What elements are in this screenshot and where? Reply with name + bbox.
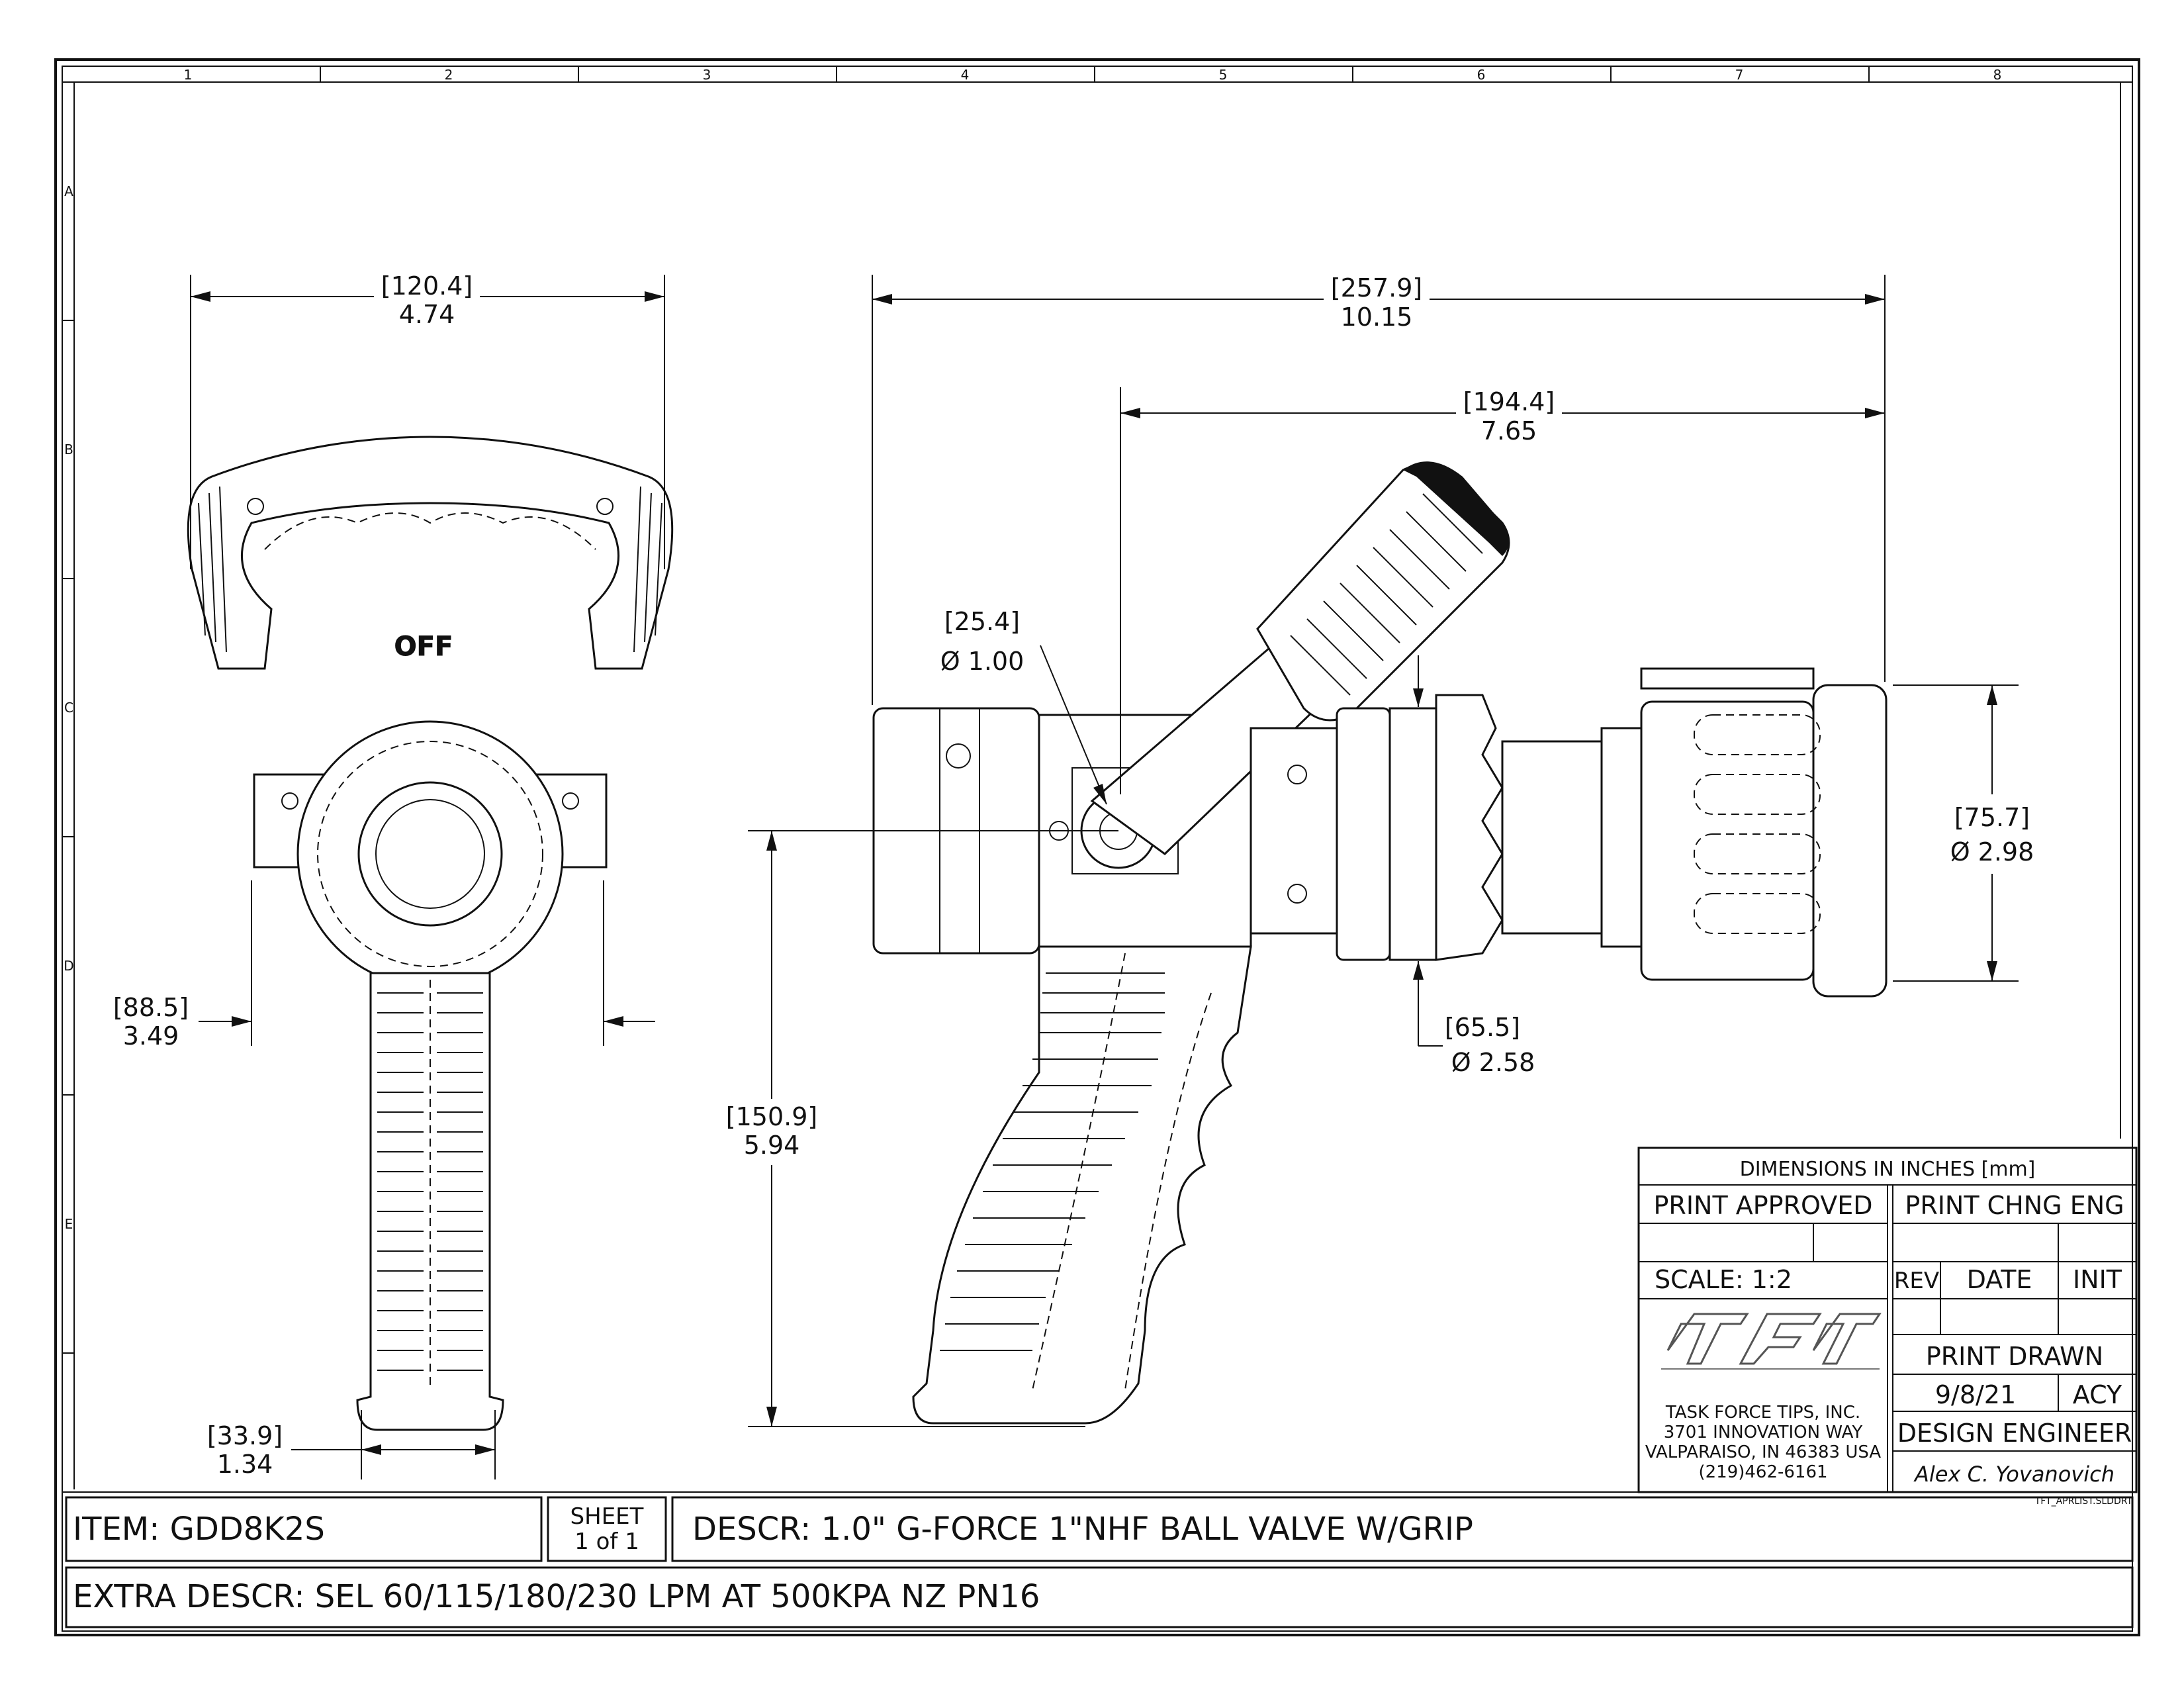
side-handle-knob-ribs xyxy=(1290,493,1483,696)
front-grip-ribs xyxy=(377,992,483,1371)
side-coupling-end xyxy=(1812,684,1888,998)
side-grip-ribs xyxy=(940,972,1165,1351)
front-handle-hidden xyxy=(264,512,596,550)
dim-handle-length-mm: [194.4] xyxy=(1463,387,1555,416)
dim-front-body-in: 3.49 xyxy=(123,1021,179,1051)
dim-front-width-in: 4.74 xyxy=(399,300,455,329)
off-label: OFF xyxy=(394,632,453,662)
tb-engineer-signature: Alex C. Yovanovich xyxy=(1913,1462,2115,1487)
dim-grip-height-mm: [150.9] xyxy=(726,1102,817,1131)
tb-units: DIMENSIONS IN INCHES [mm] xyxy=(1740,1158,2036,1181)
side-coupling-slot-2 xyxy=(1694,774,1821,815)
tb-print-drawn: PRINT DRAWN xyxy=(1926,1342,2103,1371)
side-dimensions: [257.9] 10.15 [194.4] 7.65 [25.4] Ø 1.00… xyxy=(726,273,2034,1427)
dim-front-body-mm: [88.5] xyxy=(113,993,189,1022)
dim-overall-length-mm: [257.9] xyxy=(1331,273,1422,303)
front-view: OFF xyxy=(187,436,674,1431)
side-coupling-body xyxy=(1640,700,1815,981)
tb-date: DATE xyxy=(1967,1265,2032,1294)
side-grip xyxy=(912,945,1252,1425)
zone-column-markers: 1 2 3 4 5 6 7 8 xyxy=(184,66,2002,83)
front-bore-outer xyxy=(357,781,503,927)
side-neck-ring xyxy=(1600,727,1643,948)
side-thread-ring xyxy=(1336,707,1391,961)
front-handle-ribs xyxy=(198,486,662,653)
front-handle-screw-right xyxy=(596,498,614,515)
tb-phone: (219)462-6161 xyxy=(1698,1462,1827,1482)
zone-row-a: A xyxy=(64,183,73,199)
dim-coupling-in: Ø 2.98 xyxy=(1950,837,2034,867)
side-grip-hidden xyxy=(1032,953,1212,1391)
zone-row-c: C xyxy=(64,700,73,716)
tb-drawn-date: 9/8/21 xyxy=(1935,1380,2016,1409)
zone-row-markers: A B C D E xyxy=(62,183,74,1354)
dim-thread-in: Ø 2.58 xyxy=(1451,1048,1535,1077)
dim-pivot-in: Ø 1.00 xyxy=(940,647,1024,676)
tb-file-name: TFT_APRLIST.SLDDRT xyxy=(2034,1496,2133,1507)
zone-col-4: 4 xyxy=(961,67,970,83)
description: DESCR: 1.0" G-FORCE 1"NHF BALL VALVE W/G… xyxy=(692,1511,1473,1548)
dim-coupling-mm: [75.7] xyxy=(1954,803,2030,832)
tb-init: INIT xyxy=(2073,1265,2122,1294)
tb-drawn-init: ACY xyxy=(2073,1380,2122,1409)
tb-rev: REV xyxy=(1894,1268,1939,1294)
item-number: ITEM: GDD8K2S xyxy=(73,1511,325,1548)
front-handle-bail xyxy=(187,436,674,670)
inner-border xyxy=(62,66,2133,1632)
side-coupling-slot-1 xyxy=(1694,714,1821,755)
side-neck xyxy=(1501,740,1610,935)
zone-row-e: E xyxy=(65,1216,73,1232)
tb-address2: VALPARAISO, IN 46383 USA xyxy=(1645,1442,1882,1462)
front-pin-left xyxy=(281,792,298,810)
zone-col-8: 8 xyxy=(1993,67,2002,83)
bottom-rows: ITEM: GDD8K2S SHEET 1 of 1 DESCR: 1.0" G… xyxy=(62,1491,2134,1628)
sheet-label: SHEET xyxy=(570,1503,644,1530)
tb-company: TASK FORCE TIPS, INC. xyxy=(1665,1403,1860,1423)
dim-thread-mm: [65.5] xyxy=(1445,1013,1520,1042)
front-pin-right xyxy=(562,792,579,810)
dim-handle-length-in: 7.65 xyxy=(1481,416,1537,445)
outer-border xyxy=(54,58,2140,1636)
side-inlet-hole xyxy=(946,743,971,769)
side-coupling-slot-4 xyxy=(1694,893,1821,934)
zone-col-6: 6 xyxy=(1477,67,1486,83)
zone-row-d: D xyxy=(64,958,73,974)
tft-logo xyxy=(1661,1313,1882,1370)
side-coupling-latch xyxy=(1640,667,1815,690)
front-handle-screw-left xyxy=(247,498,264,515)
zone-col-3: 3 xyxy=(703,67,711,83)
tb-print-chng-eng: PRINT CHNG ENG xyxy=(1905,1191,2124,1220)
dim-front-width-mm: [120.4] xyxy=(381,271,473,301)
dim-overall-length-in: 10.15 xyxy=(1341,303,1413,332)
sheet-value: 1 of 1 xyxy=(574,1528,639,1555)
side-thread-collar xyxy=(1388,707,1437,961)
dim-front-grip-mm: [33.9] xyxy=(207,1421,283,1450)
side-handle-tip xyxy=(1403,461,1509,556)
front-bore-inner xyxy=(375,799,485,909)
dim-grip-height-in: 5.94 xyxy=(744,1131,800,1160)
zone-col-1: 1 xyxy=(184,67,193,83)
extra-description: EXTRA DESCR: SEL 60/115/180/230 LPM AT 5… xyxy=(73,1578,1040,1615)
front-body-ring-dash xyxy=(317,741,543,967)
side-gear-flange xyxy=(1435,694,1504,961)
title-block: DIMENSIONS IN INCHES [mm] PRINT APPROVED… xyxy=(1637,1147,2138,1493)
zone-col-2: 2 xyxy=(445,67,453,83)
zone-col-5: 5 xyxy=(1219,67,1228,83)
dim-front-grip-in: 1.34 xyxy=(217,1450,273,1479)
dim-pivot-mm: [25.4] xyxy=(944,607,1020,636)
front-grip xyxy=(356,972,504,1431)
zone-col-7: 7 xyxy=(1735,67,1744,83)
tb-print-approved: PRINT APPROVED xyxy=(1654,1191,1873,1220)
front-dimensions: [120.4] 4.74 [88.5] 3.49 [33.9] 1.34 xyxy=(113,271,665,1479)
tb-address1: 3701 INNOVATION WAY xyxy=(1664,1423,1863,1442)
tb-design-engineer: DESIGN ENGINEER xyxy=(1897,1419,2132,1448)
side-midbody xyxy=(1250,727,1338,935)
tb-scale: SCALE: 1:2 xyxy=(1655,1265,1792,1294)
zone-row-b: B xyxy=(64,442,73,457)
side-coupling-slot-3 xyxy=(1694,833,1821,874)
side-view xyxy=(872,461,1888,1425)
